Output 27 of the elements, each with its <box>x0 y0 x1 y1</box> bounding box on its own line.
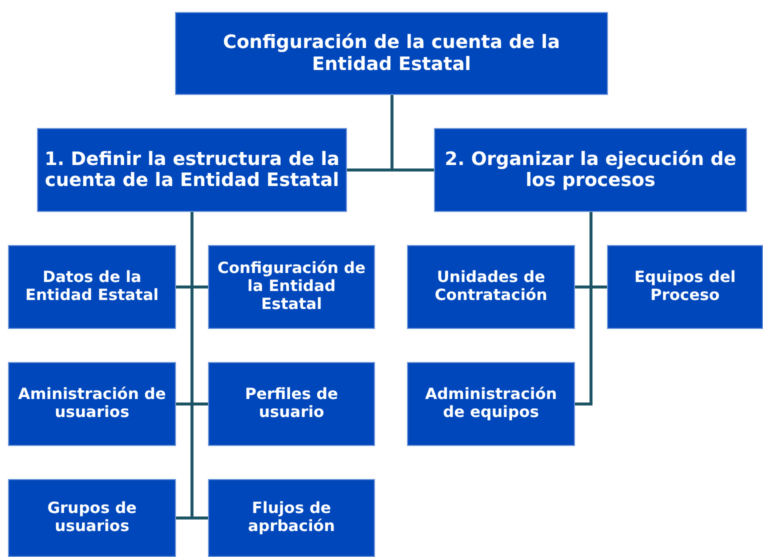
box-label: Aministración de usuarios <box>17 386 167 422</box>
box-label: Configuración de la cuenta de la Entidad Estatal <box>222 32 561 75</box>
org-box <box>37 128 347 212</box>
org-box <box>8 479 176 557</box>
box-label: Flujos de aprbación <box>247 500 336 536</box>
box-label: Administración de equipos <box>424 386 558 422</box>
box-label: Grupos de usuarios <box>46 500 138 536</box>
box-label: Datos de la Entidad Estatal <box>24 269 160 305</box>
box-label: Unidades de Contratación <box>434 269 548 305</box>
org-box <box>208 362 375 446</box>
connector-line <box>390 95 434 172</box>
org-box <box>175 12 608 95</box>
org-box <box>8 362 176 446</box>
org-box <box>208 479 375 557</box>
box-label: Configuración de la Entidad Estatal <box>216 260 366 314</box>
connector-line <box>575 212 592 406</box>
org-box <box>208 245 375 329</box>
box-label: Perfiles de usuario <box>244 386 340 422</box>
org-box <box>434 128 747 212</box>
box-label: Equipos del Proceso <box>633 269 737 305</box>
box-label: 1. Definir la estructura de la cuenta de la Entidad Estatal <box>44 148 340 192</box>
org-box <box>407 245 575 329</box>
org-box <box>8 245 176 329</box>
org-box <box>407 362 575 446</box>
box-label: 2. Organizar la ejecución de los procesos <box>444 148 738 192</box>
org-box <box>607 245 763 329</box>
connector-line <box>190 212 208 520</box>
